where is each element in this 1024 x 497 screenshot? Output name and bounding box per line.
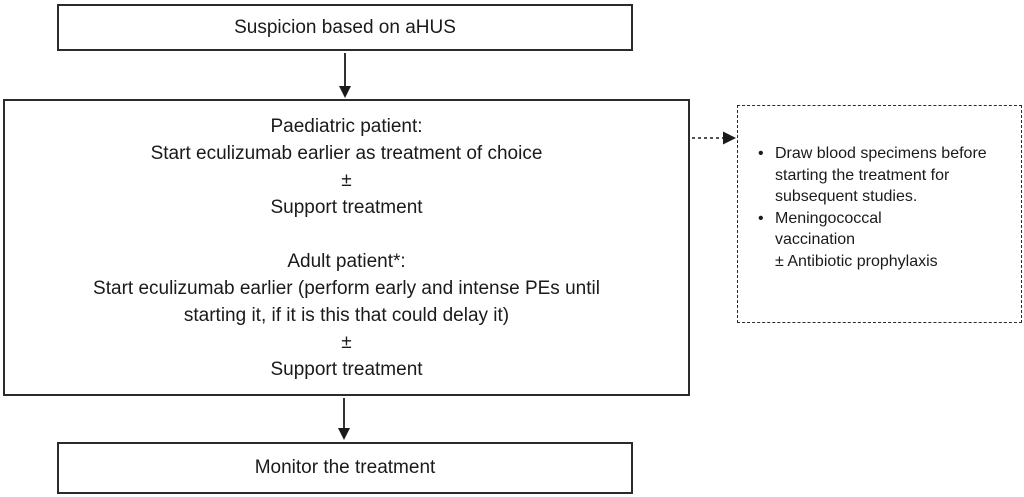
- adult-plus-minus: ±: [341, 332, 352, 353]
- side-note-text-blood: Draw blood specimens before starting the…: [775, 145, 987, 205]
- paediatric-plus-minus: ±: [341, 170, 352, 191]
- paediatric-title: Paediatric patient:: [270, 116, 423, 137]
- side-note-text-vaccination: Meningococcal vaccination ± Antibiotic p…: [775, 209, 938, 270]
- arrow-suspicion-to-treatment: [339, 53, 351, 98]
- suspicion-box: Suspicion based on aHUS: [57, 4, 633, 51]
- monitor-box: Monitor the treatment: [57, 442, 633, 494]
- paediatric-line-1: Start eculizumab earlier as treatment of…: [150, 143, 543, 164]
- adult-line-3: Support treatment: [270, 359, 423, 380]
- adult-line-1: Start eculizumab earlier (perform early …: [93, 278, 600, 299]
- treatment-box: Paediatric patient: Start eculizumab ear…: [3, 99, 690, 396]
- suspicion-box-text: Suspicion based on aHUS: [234, 16, 456, 38]
- adult-line-2: starting it, if it is this that could de…: [183, 305, 510, 326]
- paediatric-line-2: Support treatment: [270, 197, 423, 218]
- bullet-icon: •: [758, 209, 764, 227]
- dashed-arrow-to-side-note: [692, 131, 736, 145]
- monitor-box-text: Monitor the treatment: [254, 457, 436, 478]
- bullet-icon: •: [758, 145, 764, 162]
- side-note-box: • Draw blood specimens before starting t…: [737, 105, 1022, 323]
- adult-title: Adult patient*:: [287, 251, 406, 272]
- spacer-line: [5, 221, 688, 248]
- side-note-item-blood: • Draw blood specimens before starting t…: [758, 143, 1013, 208]
- side-note-item-vaccination: • Meningococcal vaccination ± Antibiotic…: [758, 208, 1013, 273]
- arrow-treatment-to-monitor: [338, 398, 350, 440]
